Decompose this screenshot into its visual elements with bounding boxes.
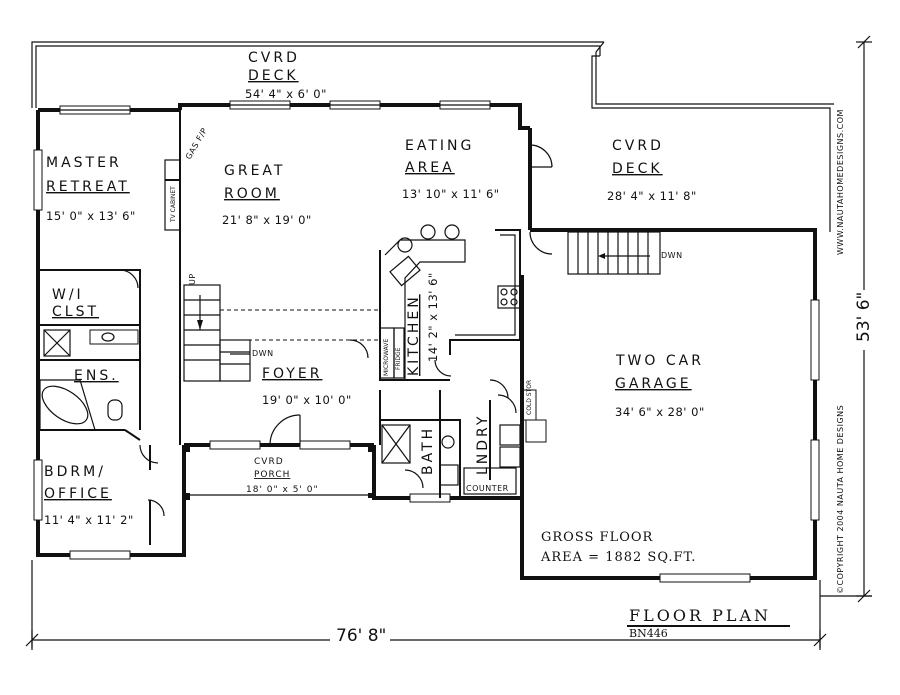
eating-line1: EATING bbox=[405, 138, 474, 154]
foyer-size: 19' 0" x 10' 0" bbox=[262, 393, 352, 407]
gas-fp-label: GAS F/P bbox=[184, 126, 209, 161]
deck-right-line1: CVRD bbox=[612, 138, 664, 154]
room-label-office: BDRM/ OFFICE 11' 4" x 11' 2" bbox=[44, 464, 134, 527]
dimension-depth: 53' 6" bbox=[820, 35, 876, 603]
room-label-deck-right: CVRD DECK 28' 4" x 11' 8" bbox=[607, 138, 697, 203]
gross-floor-area: GROSS FLOOR AREA = 1882 SQ.FT. bbox=[540, 530, 696, 565]
width-dimension-text: 76' 8" bbox=[336, 626, 386, 646]
deck-right-line2: DECK bbox=[612, 161, 663, 177]
office-line1: BDRM/ bbox=[44, 464, 106, 480]
room-label-wi-closet: W/I CLST bbox=[52, 287, 99, 320]
porch-line2: PORCH bbox=[254, 470, 290, 480]
master-size: 15' 0" x 13' 6" bbox=[46, 209, 136, 223]
deck-right-size: 28' 4" x 11' 8" bbox=[607, 189, 697, 203]
room-label-great-room: GREAT ROOM 21' 8" x 19' 0" bbox=[222, 163, 312, 227]
deck-top-line1: CVRD bbox=[248, 50, 300, 66]
great-line2: ROOM bbox=[224, 186, 280, 202]
garage-line1: TWO CAR bbox=[615, 353, 704, 369]
room-label-garage: TWO CAR GARAGE 34' 6" x 28' 0" bbox=[615, 353, 705, 419]
wi-closet-line1: W/I bbox=[52, 287, 84, 303]
porch-size: 18' 0" x 5' 0" bbox=[246, 485, 319, 495]
room-label-bath: BATH bbox=[420, 426, 436, 475]
foyer-label: FOYER bbox=[262, 366, 322, 382]
room-label-laundry: LNDRY bbox=[475, 414, 491, 475]
deck-top-size: 54' 4" x 6' 0" bbox=[245, 87, 327, 101]
stairs-up-label: UP bbox=[188, 273, 197, 285]
kitchen-label: KITCHEN bbox=[406, 294, 422, 376]
depth-dimension-text: 53' 6" bbox=[854, 292, 874, 342]
office-size: 11' 4" x 11' 2" bbox=[44, 513, 134, 527]
office-line2: OFFICE bbox=[44, 486, 112, 502]
fridge-label: FRIDGE bbox=[395, 347, 402, 370]
microwave-label: MICROWAVE bbox=[383, 339, 390, 376]
website-text: WWW.NAUTAHOMEDESIGNS.COM bbox=[836, 109, 845, 255]
stairs-down-foyer-label: DWN bbox=[252, 349, 274, 358]
windows bbox=[33, 100, 820, 583]
room-label-porch: CVRD PORCH 18' 0" x 5' 0" bbox=[246, 457, 319, 495]
master-line2: RETREAT bbox=[46, 179, 130, 195]
counter-label: COUNTER bbox=[466, 484, 509, 493]
gross-floor-line2: AREA = 1882 SQ.FT. bbox=[540, 550, 696, 565]
great-line1: GREAT bbox=[224, 163, 285, 179]
garage-size: 34' 6" x 28' 0" bbox=[615, 405, 705, 419]
great-size: 21' 8" x 19' 0" bbox=[222, 213, 312, 227]
title-block: FLOOR PLAN BN446 bbox=[627, 606, 790, 640]
cold-storage-label: COLD STOR bbox=[526, 380, 533, 415]
eating-size: 13' 10" x 11' 6" bbox=[402, 187, 500, 201]
deck-top-line2: DECK bbox=[248, 68, 299, 84]
plan-title: FLOOR PLAN bbox=[629, 606, 771, 625]
gross-floor-line1: GROSS FLOOR bbox=[541, 530, 654, 545]
tv-cabinet-label: TV CABINET bbox=[170, 186, 177, 223]
copyright-text: ©COPYRIGHT 2004 NAUTA HOME DESIGNS bbox=[836, 405, 845, 594]
room-label-kitchen: KITCHEN 14' 2" x 13' 6" bbox=[406, 272, 440, 376]
master-line1: MASTER bbox=[46, 155, 122, 171]
eating-line2: AREA bbox=[405, 160, 455, 176]
room-label-master: MASTER RETREAT 15' 0" x 13' 6" bbox=[46, 155, 136, 223]
porch-line1: CVRD bbox=[254, 457, 284, 467]
dimension-width: 76' 8" bbox=[25, 560, 827, 650]
room-label-deck-top: CVRD DECK 54' 4" x 6' 0" bbox=[245, 50, 327, 101]
garage-line2: GARAGE bbox=[615, 376, 692, 392]
stairs-down-deck-label: DWN bbox=[661, 251, 683, 260]
room-label-ensuite: ENS. bbox=[74, 368, 119, 384]
plan-code: BN446 bbox=[629, 627, 668, 640]
deck-outline bbox=[31, 41, 834, 232]
wi-closet-line2: CLST bbox=[52, 304, 99, 320]
kitchen-size: 14' 2" x 13' 6" bbox=[426, 272, 440, 362]
room-label-eating-area: EATING AREA 13' 10" x 11' 6" bbox=[402, 138, 500, 201]
room-label-foyer: FOYER 19' 0" x 10' 0" bbox=[262, 366, 352, 407]
interior-walls bbox=[38, 110, 661, 545]
